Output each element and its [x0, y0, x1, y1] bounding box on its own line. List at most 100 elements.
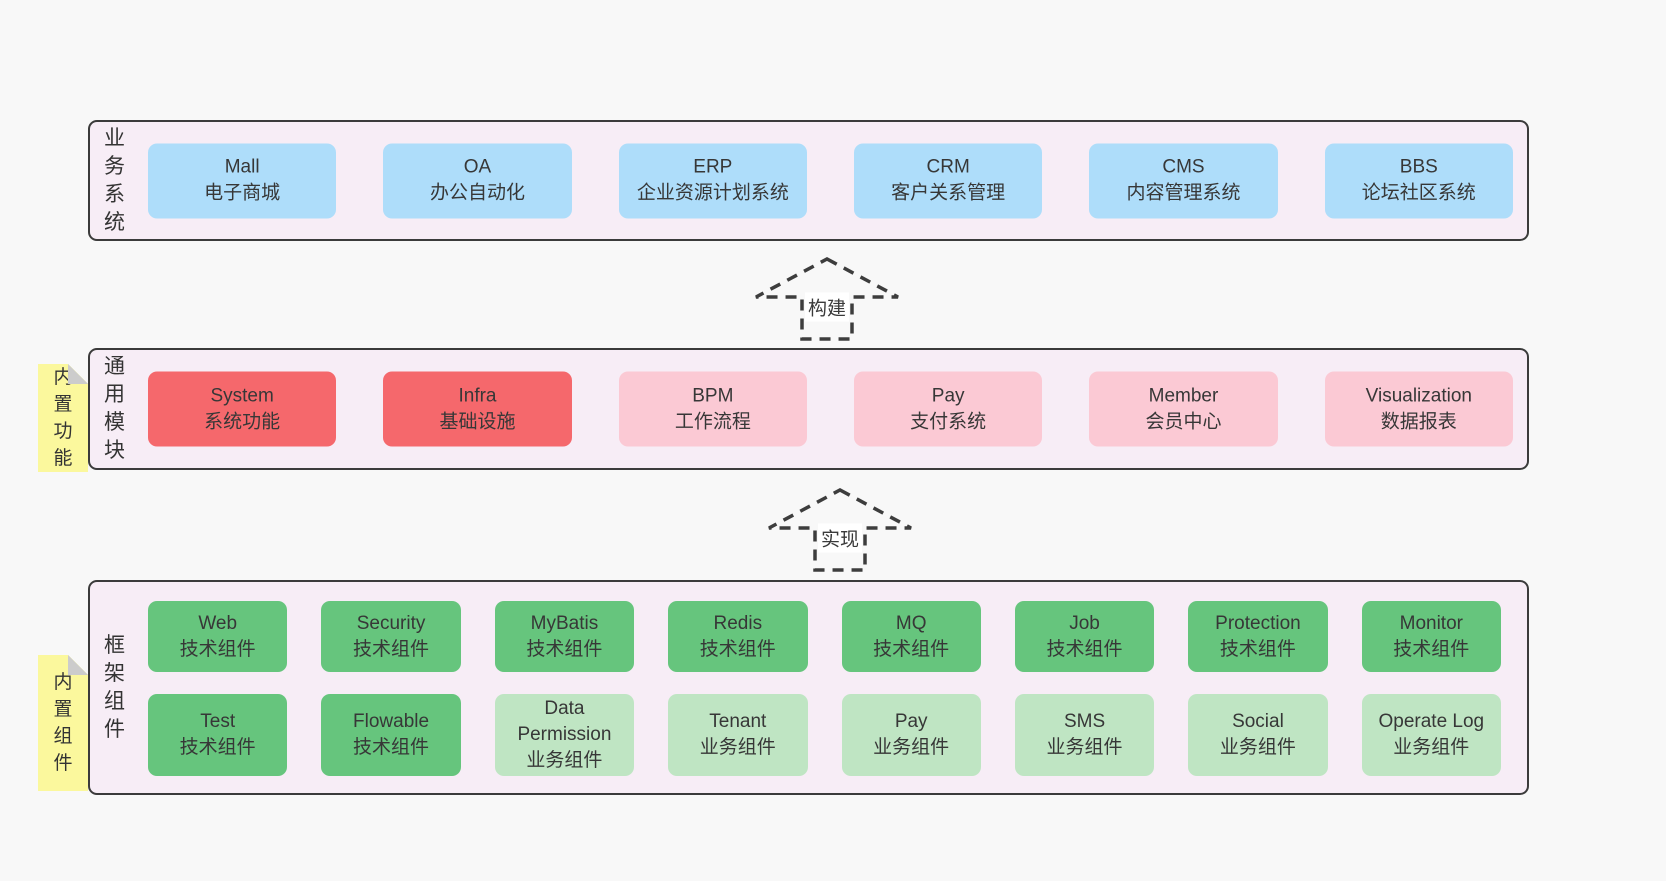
sticky-note-built-in-components: 内置组件: [38, 655, 88, 791]
box-mybatis: MyBatis 技术组件: [494, 601, 635, 672]
box-social: Social 业务组件: [1188, 694, 1328, 776]
box-system: System 系统功能: [148, 371, 337, 447]
folded-corner: [68, 364, 88, 384]
band-business-systems: 业务系统 Mall 电子商城 OA 办公自动化 ERP 企业资源计划系统 CRM…: [88, 120, 1529, 241]
box-visualization: Visualization 数据报表: [1324, 371, 1513, 447]
box-bbs: BBS 论坛社区系统: [1324, 143, 1513, 218]
box-crm: CRM 客户关系管理: [853, 143, 1043, 218]
business-box-row: Mall 电子商城 OA 办公自动化 ERP 企业资源计划系统 CRM 客户关系…: [148, 143, 1513, 218]
box-name: Tenant: [709, 711, 767, 732]
box-name: Mall: [224, 156, 260, 178]
box-desc: 会员中心: [1145, 411, 1222, 432]
box-name: CMS: [1162, 156, 1205, 178]
box-tenant: Tenant 业务组件: [668, 694, 808, 776]
dashed-up-arrow-implement: 实现: [765, 486, 915, 574]
box-name: Flowable: [353, 711, 430, 732]
box-desc: 客户关系管理: [891, 182, 1006, 204]
box-name: Data Permission: [517, 698, 612, 745]
box-desc: 技术组件: [353, 638, 430, 660]
box-cms: CMS 内容管理系统: [1089, 143, 1278, 218]
box-desc: 业务组件: [699, 737, 776, 758]
box-name: Test: [200, 711, 236, 732]
box-name: Visualization: [1365, 385, 1472, 406]
band-common-modules: 通用模块 System 系统功能 Infra 基础设施 BPM 工作流程 Pay…: [88, 348, 1529, 470]
components-grid: Web 技术组件 Security 技术组件 MyBatis 技术组件 Redi…: [148, 601, 1501, 776]
box-name: Pay: [931, 385, 965, 406]
box-name: BBS: [1399, 156, 1438, 178]
box-name: System: [210, 385, 274, 406]
box-desc: 论坛社区系统: [1361, 182, 1476, 204]
box-desc: 业务组件: [1219, 737, 1296, 758]
box-pay-biz: Pay 业务组件: [841, 694, 981, 776]
box-bpm: BPM 工作流程: [618, 371, 807, 447]
box-name: Social: [1232, 711, 1284, 732]
box-monitor: Monitor 技术组件: [1361, 601, 1501, 672]
box-desc: 支付系统: [910, 411, 987, 432]
box-desc: 业务组件: [1393, 737, 1470, 758]
box-name: Redis: [713, 612, 763, 634]
box-name: MyBatis: [530, 612, 599, 634]
sticky-note-label: 内置组件: [53, 672, 73, 774]
box-infra: Infra 基础设施: [383, 371, 572, 447]
box-erp: ERP 企业资源计划系统: [618, 143, 807, 218]
box-desc: 技术组件: [699, 638, 776, 660]
box-protection: Protection 技术组件: [1188, 601, 1328, 672]
up-arrow-icon: [768, 488, 912, 572]
box-flowable: Flowable 技术组件: [321, 694, 461, 776]
box-desc: 技术组件: [1393, 638, 1470, 660]
box-desc: 技术组件: [1046, 638, 1123, 660]
folded-corner: [68, 655, 88, 675]
up-arrow-icon: [755, 257, 899, 341]
band-framework-components: 框架组件 Web 技术组件 Security 技术组件 MyBatis 技术组件…: [88, 580, 1529, 795]
box-sms: SMS 业务组件: [1014, 694, 1155, 776]
box-name: Job: [1069, 612, 1100, 634]
box-mq: MQ 技术组件: [841, 601, 981, 672]
box-name: OA: [463, 156, 492, 178]
arrow-label: 构建: [804, 292, 850, 322]
box-name: Monitor: [1399, 612, 1463, 634]
band-title: 通用模块: [104, 355, 125, 462]
box-desc: 业务组件: [526, 750, 603, 771]
box-name: Member: [1148, 385, 1219, 406]
components-row-1: Web 技术组件 Security 技术组件 MyBatis 技术组件 Redi…: [148, 601, 1501, 672]
box-job: Job 技术组件: [1014, 601, 1155, 672]
box-desc: 企业资源计划系统: [636, 182, 789, 204]
box-desc: 工作流程: [674, 411, 751, 432]
box-name: SMS: [1063, 711, 1106, 732]
dashed-up-arrow-build: 构建: [752, 255, 902, 343]
band-title: 框架组件: [104, 633, 125, 741]
box-security: Security 技术组件: [321, 601, 461, 672]
box-desc: 技术组件: [873, 638, 950, 660]
box-name: Pay: [894, 711, 928, 732]
box-name: BPM: [692, 385, 734, 406]
box-name: Web: [198, 612, 238, 634]
arrow-label: 实现: [817, 523, 863, 553]
box-desc: 技术组件: [353, 737, 430, 758]
box-web: Web 技术组件: [148, 601, 288, 672]
box-desc: 数据报表: [1380, 411, 1457, 432]
box-name: Infra: [458, 385, 497, 406]
box-desc: 电子商城: [204, 182, 281, 204]
box-desc: 系统功能: [204, 411, 281, 432]
box-pay: Pay 支付系统: [853, 371, 1043, 447]
box-desc: 内容管理系统: [1126, 182, 1241, 204]
box-name: ERP: [693, 156, 733, 178]
box-data-permission: Data Permission 业务组件: [494, 694, 635, 776]
box-mall: Mall 电子商城: [148, 143, 337, 218]
modules-box-row: System 系统功能 Infra 基础设施 BPM 工作流程 Pay 支付系统…: [148, 371, 1513, 447]
box-desc: 技术组件: [1219, 638, 1296, 660]
box-test: Test 技术组件: [148, 694, 288, 776]
box-desc: 业务组件: [1046, 737, 1123, 758]
box-desc: 基础设施: [439, 411, 516, 432]
sticky-note-label: 内置功能: [53, 367, 73, 469]
box-oa: OA 办公自动化: [383, 143, 572, 218]
sticky-note-built-in-features: 内置功能: [38, 364, 88, 472]
band-title: 业务系统: [104, 126, 125, 234]
box-desc: 业务组件: [873, 737, 950, 758]
box-redis: Redis 技术组件: [668, 601, 808, 672]
box-desc: 技术组件: [526, 638, 603, 660]
box-operate-log: Operate Log 业务组件: [1361, 694, 1501, 776]
box-name: MQ: [895, 612, 927, 634]
box-name: Security: [356, 612, 426, 634]
